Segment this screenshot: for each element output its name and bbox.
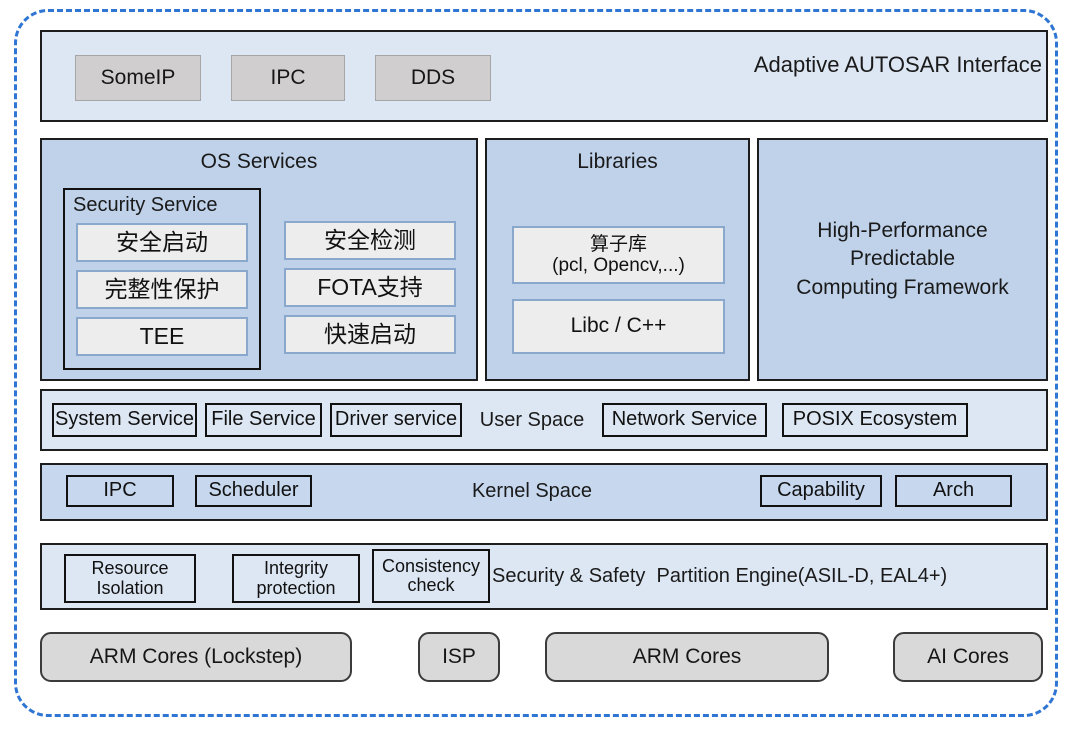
- chip-capability-label: Capability: [777, 479, 865, 502]
- chip-operator-library[interactable]: 算子库 (pcl, Opencv,...): [512, 226, 725, 284]
- user-space-label: User Space: [479, 408, 585, 431]
- chip-dds[interactable]: DDS: [375, 55, 491, 101]
- chip-ipc-kernel[interactable]: IPC: [66, 475, 174, 507]
- chip-fota-support-label: FOTA支持: [317, 274, 423, 301]
- chip-file-service[interactable]: File Service: [205, 403, 322, 437]
- chip-ipc-autosar-label: IPC: [270, 66, 306, 89]
- libraries-title: Libraries: [577, 150, 658, 173]
- chip-integrity-protection-line1: Integrity: [263, 558, 329, 579]
- kernel-space-label: Kernel Space: [471, 479, 593, 502]
- security-service-title: Security Service: [73, 194, 218, 216]
- outer-dashed-boundary: [14, 9, 1058, 717]
- chip-secure-boot-label: 安全启动: [116, 229, 208, 256]
- chip-arm-cores[interactable]: ARM Cores: [545, 632, 829, 682]
- chip-capability[interactable]: Capability: [760, 475, 882, 507]
- chip-scheduler-label: Scheduler: [208, 479, 299, 502]
- chip-fast-boot-label: 快速启动: [324, 321, 416, 348]
- chip-isp-label: ISP: [442, 645, 476, 668]
- chip-tee-label: TEE: [139, 323, 185, 350]
- hpc-framework-line3: Computing Framework: [796, 275, 1009, 299]
- chip-ipc-kernel-label: IPC: [103, 479, 137, 502]
- chip-scheduler[interactable]: Scheduler: [195, 475, 312, 507]
- chip-integrity-protection-cn-label: 完整性保护: [104, 276, 220, 303]
- chip-fota-support[interactable]: FOTA支持: [284, 268, 456, 307]
- partition-engine-label: Security & Safety Partition Engine(ASIL-…: [492, 564, 948, 587]
- chip-driver-service[interactable]: Driver service: [330, 403, 462, 437]
- chip-driver-service-label: Driver service: [334, 408, 458, 431]
- chip-tee[interactable]: TEE: [76, 317, 248, 356]
- hardware-row: ARM Cores (Lockstep) ISP ARM Cores AI Co…: [40, 622, 1048, 696]
- hpc-framework-panel: High-Performance Predictable Computing F…: [757, 138, 1048, 381]
- chip-arm-cores-lockstep-label: ARM Cores (Lockstep): [89, 645, 303, 668]
- chip-resource-isolation-line1: Resource: [91, 558, 169, 579]
- chip-arm-cores-lockstep[interactable]: ARM Cores (Lockstep): [40, 632, 352, 682]
- chip-system-service-label: System Service: [55, 408, 194, 431]
- chip-ai-cores-label: AI Cores: [927, 645, 1009, 668]
- chip-fast-boot[interactable]: 快速启动: [284, 315, 456, 354]
- chip-ipc-autosar[interactable]: IPC: [231, 55, 345, 101]
- adaptive-autosar-interface-row: SomeIP IPC DDS Adaptive AUTOSAR Interfac…: [40, 30, 1048, 122]
- chip-integrity-protection-line2: protection: [256, 577, 336, 598]
- hpc-framework-line1: High-Performance: [817, 219, 988, 243]
- chip-arm-cores-label: ARM Cores: [632, 645, 742, 668]
- os-services-title: OS Services: [200, 150, 318, 173]
- partition-engine-row: Resource Isolation Integrity protection …: [40, 543, 1048, 610]
- chip-someip-label: SomeIP: [100, 66, 176, 89]
- chip-file-service-label: File Service: [211, 408, 316, 431]
- chip-resource-isolation-line2: Isolation: [96, 577, 164, 598]
- chip-integrity-protection-cn[interactable]: 完整性保护: [76, 270, 248, 309]
- chip-operator-library-line1: 算子库: [589, 233, 647, 255]
- libraries-panel: Libraries 算子库 (pcl, Opencv,...) Libc / C…: [485, 138, 750, 381]
- chip-security-detection-label: 安全检测: [324, 227, 416, 254]
- chip-system-service[interactable]: System Service: [52, 403, 197, 437]
- chip-isp[interactable]: ISP: [418, 632, 500, 682]
- chip-resource-isolation[interactable]: Resource Isolation: [64, 554, 196, 603]
- chip-consistency-check-line2: check: [407, 575, 455, 595]
- chip-arch[interactable]: Arch: [895, 475, 1012, 507]
- chip-secure-boot[interactable]: 安全启动: [76, 223, 248, 262]
- chip-consistency-check-line1: Consistency: [381, 555, 481, 576]
- chip-posix-ecosystem[interactable]: POSIX Ecosystem: [782, 403, 968, 437]
- chip-posix-ecosystem-label: POSIX Ecosystem: [792, 408, 958, 431]
- chip-libc-cpp-label: Libc / C++: [570, 314, 667, 338]
- chip-consistency-check[interactable]: Consistency check: [372, 549, 490, 603]
- chip-libc-cpp[interactable]: Libc / C++: [512, 299, 725, 354]
- chip-someip[interactable]: SomeIP: [75, 55, 201, 101]
- chip-arch-label: Arch: [932, 479, 975, 502]
- chip-dds-label: DDS: [410, 66, 456, 89]
- security-service-group: Security Service 安全启动 完整性保护 TEE: [63, 188, 261, 370]
- user-space-row: System Service File Service Driver servi…: [40, 389, 1048, 451]
- chip-integrity-protection[interactable]: Integrity protection: [232, 554, 360, 603]
- adaptive-autosar-interface-title: Adaptive AUTOSAR Interface: [753, 52, 1042, 77]
- chip-ai-cores[interactable]: AI Cores: [893, 632, 1043, 682]
- chip-security-detection[interactable]: 安全检测: [284, 221, 456, 260]
- chip-operator-library-line2: (pcl, Opencv,...): [552, 255, 685, 276]
- kernel-space-row: IPC Scheduler Kernel Space Capability Ar…: [40, 463, 1048, 521]
- os-services-panel: OS Services Security Service 安全启动 完整性保护 …: [40, 138, 478, 381]
- hpc-framework-line2: Predictable: [849, 247, 956, 271]
- chip-network-service-label: Network Service: [611, 408, 758, 431]
- chip-network-service[interactable]: Network Service: [602, 403, 767, 437]
